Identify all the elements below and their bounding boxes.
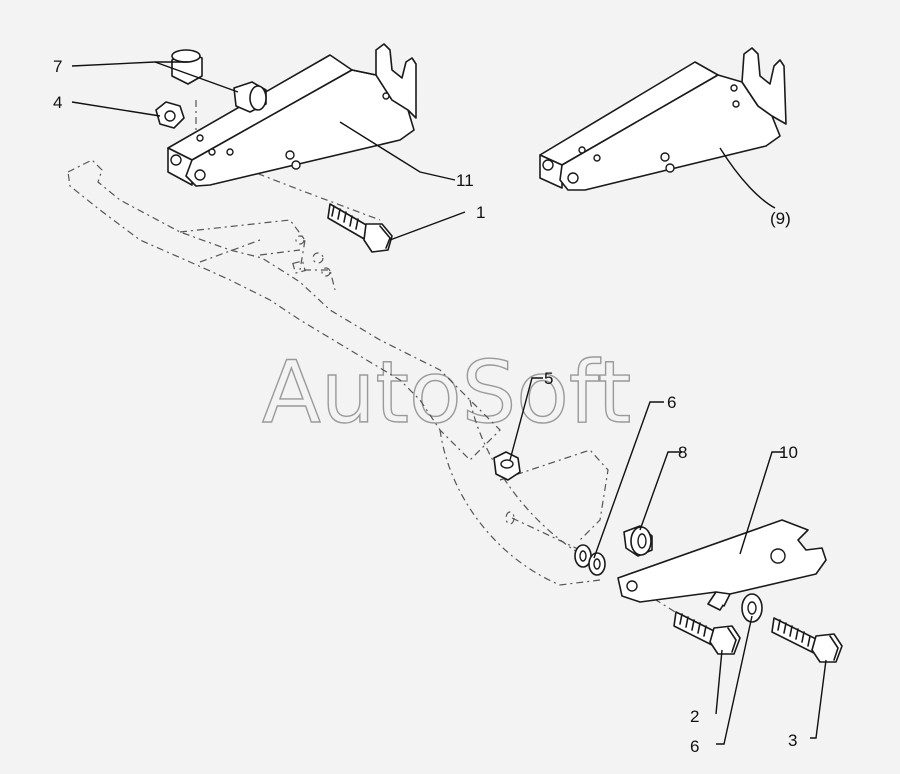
- callout-7: 7: [53, 57, 62, 76]
- leader-lines: [71, 61, 827, 745]
- callout-10: 10: [779, 443, 798, 462]
- callout-2: 2: [690, 707, 699, 726]
- bolt-part-3: [771, 617, 843, 663]
- washer-part-6-b: [588, 552, 606, 576]
- callout-8: 8: [678, 443, 687, 462]
- bolt-part-2: [673, 611, 741, 655]
- nut-part-5: [493, 451, 521, 481]
- watermark-text: AutoSoft: [262, 343, 631, 443]
- washer-part-6-c: [741, 593, 763, 623]
- bracket-part-9: [539, 47, 787, 191]
- nut-part-4: [155, 101, 185, 129]
- spacer-part-7-lower: [233, 81, 267, 113]
- bolt-part-1: [327, 203, 393, 253]
- callout-6-lower: 6: [690, 737, 699, 756]
- bushing-part-8: [623, 525, 653, 557]
- callout-3: 3: [788, 731, 797, 750]
- callout-9: (9): [770, 209, 791, 228]
- callout-5: 5: [544, 369, 553, 388]
- bracket-part-11: [167, 43, 417, 187]
- callout-4: 4: [53, 93, 62, 112]
- callout-6-upper: 6: [667, 393, 676, 412]
- callout-labels: 7 4 11 1 (9) 5 6 8 10 2 6 3: [53, 57, 798, 756]
- callout-1: 1: [476, 203, 485, 222]
- spacer-part-7-upper: [171, 49, 203, 85]
- callout-11: 11: [456, 171, 474, 190]
- link-plate-part-10: [617, 519, 827, 611]
